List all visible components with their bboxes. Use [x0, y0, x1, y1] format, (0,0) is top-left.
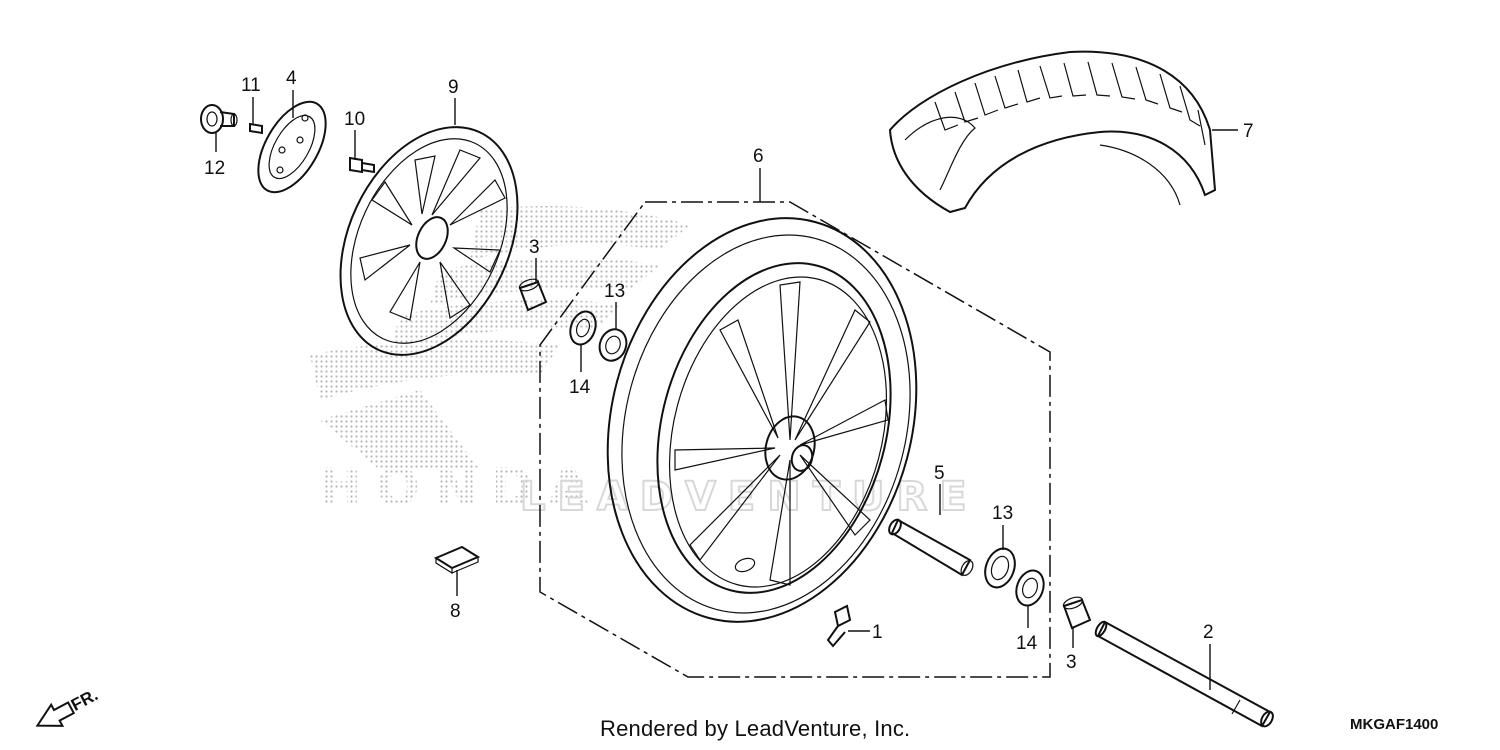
- wheel-rim-part-6: [606, 217, 918, 623]
- callout-8: 8: [450, 601, 461, 622]
- front-direction-arrow: FR.: [35, 685, 101, 727]
- callout-14-left: 14: [569, 377, 591, 398]
- callout-5: 5: [934, 463, 945, 484]
- callout-12: 12: [204, 158, 225, 179]
- leader-lines: [215, 90, 1238, 690]
- credit-text: Rendered by LeadVenture, Inc.: [600, 716, 911, 741]
- balance-weight-part-8: [433, 545, 481, 575]
- callout-2: 2: [1203, 622, 1214, 643]
- callout-4: 4: [286, 68, 297, 89]
- tire-part-7: [888, 50, 1217, 214]
- callout-6: 6: [753, 146, 764, 167]
- callout-3-left: 3: [529, 237, 540, 258]
- collar-part-3-right: [1062, 596, 1092, 630]
- callout-13-left: 13: [604, 281, 625, 302]
- bearing-part-13-left: [598, 328, 628, 362]
- pulse-ring-part-4: [257, 100, 327, 194]
- callout-10: 10: [344, 109, 365, 130]
- air-valve-part-1: [826, 604, 852, 648]
- callout-9: 9: [448, 77, 459, 98]
- callout-14-right: 14: [1016, 633, 1038, 654]
- callout-3-right: 3: [1066, 652, 1077, 673]
- callout-1: 1: [872, 622, 883, 643]
- axle-part-2: [1094, 620, 1274, 728]
- collar-part-5: [888, 518, 974, 577]
- bolt-part-12: [200, 104, 238, 134]
- bearing-part-13-right: [984, 547, 1016, 589]
- callout-11: 11: [241, 75, 261, 96]
- diagram-code: MKGAF1400: [1350, 716, 1439, 733]
- brake-disc-part-9: [339, 126, 519, 356]
- callout-7: 7: [1243, 121, 1254, 142]
- dust-seal-part-14-right: [1015, 569, 1045, 607]
- watermark-brand-text: HONDA: [318, 458, 603, 518]
- assembly-boundary: [539, 201, 1051, 678]
- disc-bolt-part-10: [349, 156, 375, 174]
- callout-13-right: 13: [992, 503, 1013, 524]
- callout-numbers: 1 2 3 3 4 5 6 7 8 9 10 11 12 13 13 14 14: [204, 68, 1254, 673]
- dust-seal-part-14-left: [569, 310, 597, 346]
- screw-part-11: [249, 122, 263, 135]
- collar-part-3-left: [518, 278, 548, 312]
- watermark-sub-text: LEADVENTURE: [520, 474, 979, 520]
